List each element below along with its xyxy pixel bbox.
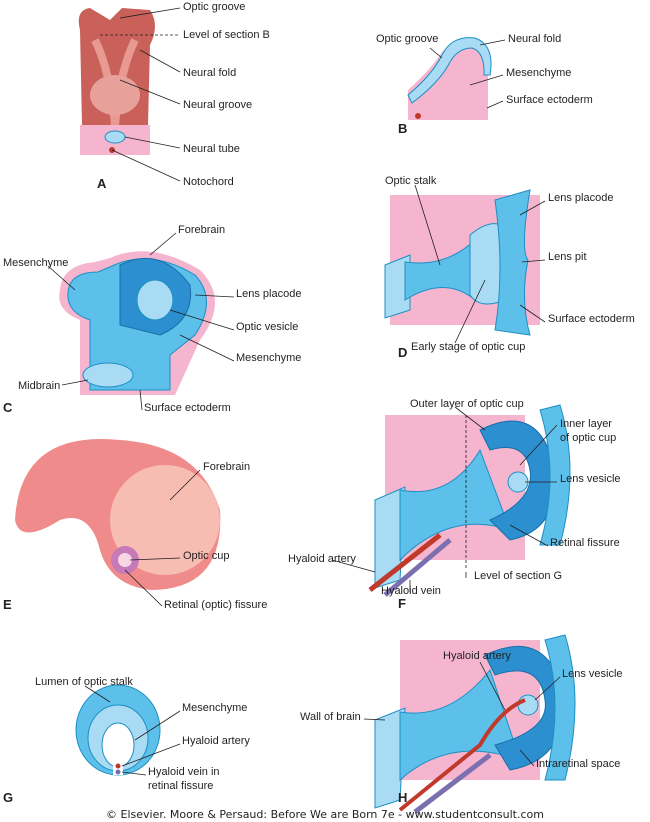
label-optic-groove: Optic groove [183,1,245,13]
label-neural-fold: Neural fold [508,33,561,45]
label-neural-groove: Neural groove [183,99,252,111]
panel-letter-h: H [398,790,407,805]
label-hyaloid-vein: Hyaloid vein [381,585,441,597]
panel-letter-g: G [3,790,13,805]
label-surface-ectoderm: Surface ectoderm [144,402,231,414]
label-intraretinal-space: Intraretinal space [536,758,620,770]
label-hyaloid-artery: Hyaloid artery [443,650,511,662]
label-retinal-fissure: Retinal fissure [550,537,620,549]
label-neural-fold: Neural fold [183,67,236,79]
label-retinal-fissure: retinal fissure [148,780,213,792]
label-neural-tube: Neural tube [183,143,240,155]
label-surface-ectoderm: Surface ectoderm [506,94,593,106]
label-mesenchyme: Mesenchyme [3,257,68,269]
panel-g-illustration [75,684,181,776]
label-lens-vesicle: Lens vesicle [562,668,623,680]
panel-a-illustration [78,7,181,182]
label-hyaloid-artery: Hyaloid artery [182,735,250,747]
panel-h-illustration [363,634,576,814]
panel-letter-b: B [398,121,407,136]
panel-letter-f: F [398,596,406,611]
label-surface-ectoderm: Surface ectoderm [548,313,635,325]
label-wall-of-brain: Wall of brain [300,711,361,723]
panel-letter-a: A [97,176,107,191]
copyright-footer: © Elsevier. Moore & Persaud: Before We a… [106,808,544,821]
label-notochord: Notochord [183,176,234,188]
label-midbrain: Midbrain [18,380,60,392]
panel-e-illustration [15,439,221,607]
label-level-of-section-b: Level of section B [183,29,270,41]
label-of-optic-cup: of optic cup [560,432,616,444]
label-early-optic-cup: Early stage of optic cup [411,341,525,353]
label-optic-vesicle: Optic vesicle [236,321,298,333]
label-mesenchyme: Mesenchyme [182,702,247,714]
panel-letter-c: C [3,400,13,415]
label-hyaloid-vein-in: Hyaloid vein in [148,766,220,778]
label-hyaloid-artery: Hyaloid artery [288,553,356,565]
label-lens-placode: Lens placode [236,288,301,300]
panel-d-illustration [384,184,546,344]
label-lens-vesicle: Lens vesicle [560,473,621,485]
panel-letter-e: E [3,597,12,612]
label-retinal-fissure: Retinal (optic) fissure [164,599,267,611]
label-lens-placode: Lens placode [548,192,613,204]
panel-b-illustration [407,37,506,120]
label-lumen-optic-stalk: Lumen of optic stalk [35,676,133,688]
panel-c-illustration [47,232,235,411]
label-lens-pit: Lens pit [548,251,587,263]
panel-f-illustration [331,404,571,597]
panel-letter-d: D [398,345,407,360]
label-level-of-section-g: Level of section G [474,570,562,582]
label-outer-layer-optic-cup: Outer layer of optic cup [410,398,524,410]
label-inner-layer: Inner layer [560,418,612,430]
label-optic-stalk: Optic stalk [385,175,437,187]
label-forebrain: Forebrain [203,461,250,473]
label-optic-groove: Optic groove [376,33,438,45]
label-optic-cup: Optic cup [183,550,229,562]
label-mesenchyme: Mesenchyme [236,352,301,364]
label-forebrain: Forebrain [178,224,225,236]
label-mesenchyme: Mesenchyme [506,67,571,79]
